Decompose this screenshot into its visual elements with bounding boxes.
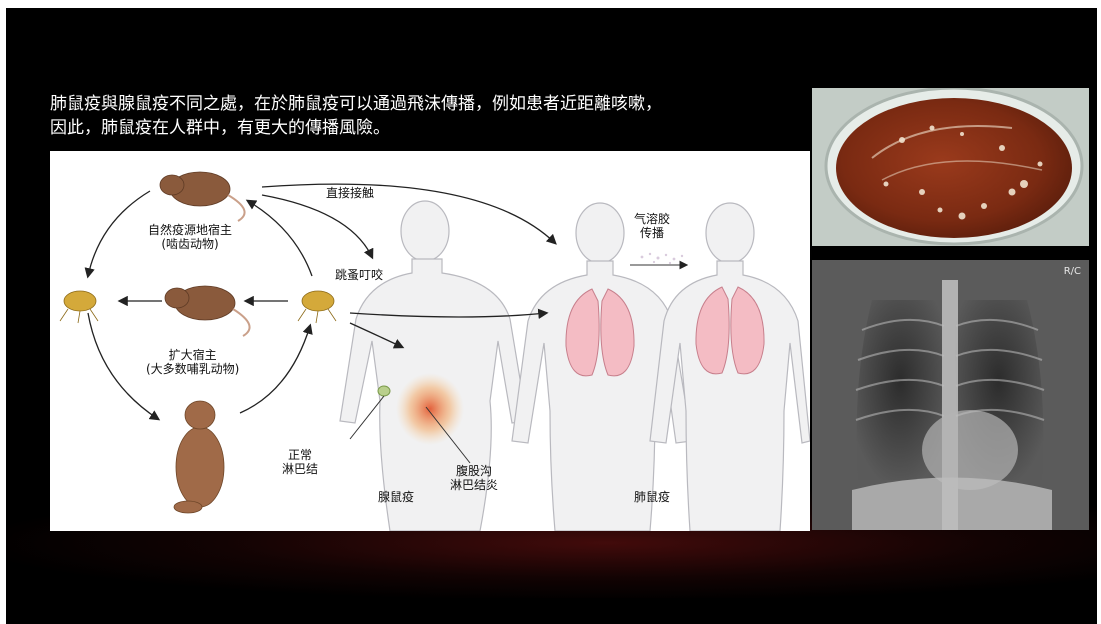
label-aerosol-transmission: 气溶胶 传播 — [634, 212, 670, 240]
plague-transmission-diagram: 直接接触 自然疫源地宿主 (啮齿动物) 跳蚤叮咬 扩大宿主 (大多数哺乳动物) … — [50, 151, 810, 531]
label-direct-contact: 直接接触 — [326, 186, 374, 200]
prairie-dog — [174, 401, 224, 513]
label-pneumonic-plague: 肺鼠疫 — [634, 490, 670, 504]
inflamed-lymph-node — [396, 373, 464, 445]
caption-line-1: 肺鼠疫與腺鼠疫不同之處，在於肺鼠疫可以通過飛沫傳播，例如患者近距離咳嗽， — [50, 92, 810, 116]
rat-amplifying-host — [165, 286, 250, 336]
slide: 肺鼠疫與腺鼠疫不同之處，在於肺鼠疫可以通過飛沫傳播，例如患者近距離咳嗽， 因此，… — [6, 8, 1097, 624]
human-figure-pneumonic-2 — [650, 203, 810, 531]
flea-right-icon — [298, 291, 336, 323]
rat-reservoir-host — [160, 172, 245, 221]
diagram-illustration — [50, 151, 810, 531]
caption-line-2: 因此，肺鼠疫在人群中，有更大的傳播風險。 — [50, 116, 810, 140]
slide-caption: 肺鼠疫與腺鼠疫不同之處，在於肺鼠疫可以通過飛沫傳播，例如患者近距離咳嗽， 因此，… — [50, 92, 810, 140]
label-amplifying-host: 扩大宿主 (大多数哺乳动物) — [146, 348, 239, 376]
label-flea-bite: 跳蚤叮咬 — [335, 268, 383, 282]
label-normal-lymph-node: 正常 淋巴结 — [282, 448, 318, 476]
chest-xray-drawing — [812, 260, 1089, 530]
xray-side-marker: R/C — [1064, 266, 1081, 277]
label-bubonic-plague: 腺鼠疫 — [378, 490, 414, 504]
flea-left-icon — [60, 291, 98, 323]
petri-dish-photo — [812, 88, 1089, 246]
chest-xray-image: R/C — [812, 260, 1089, 530]
label-inguinal-lymphadenitis: 腹股沟 淋巴结炎 — [450, 464, 498, 492]
normal-lymph-node — [378, 386, 390, 396]
label-reservoir-host: 自然疫源地宿主 (啮齿动物) — [148, 223, 232, 251]
aerosol-mist — [641, 253, 684, 264]
petri-dish-image — [812, 88, 1089, 246]
